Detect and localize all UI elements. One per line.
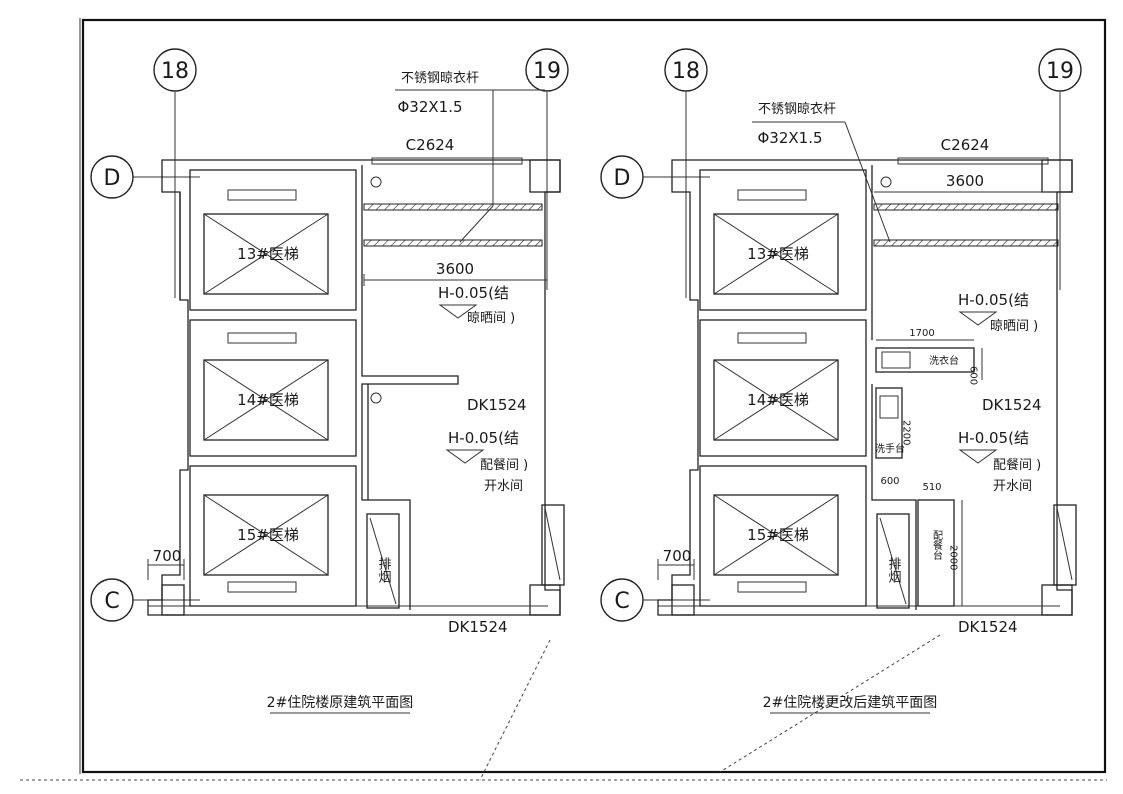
axis-label-19: 19 [533,59,561,84]
axis-bubble-C [600,578,644,622]
door-label-mid: DK1524 [467,396,527,414]
dim-3600: 3600 [436,260,474,278]
dim-600b: 600 [880,476,899,487]
duct-label: 排烟 [376,557,392,583]
clothes-rail-2 [363,239,543,247]
sheet-border [81,18,1107,774]
window-c2624 [897,157,1049,165]
elevator-shaft-15 [203,494,329,576]
laundry-sink [875,347,975,373]
axis-label-18: 18 [672,59,700,84]
rail-spec: Φ32X1.5 [757,129,822,147]
elevator-label-13: 13#医梯 [237,245,299,263]
room-pantry: 配餐间 ) [993,457,1041,473]
window-label: C2624 [406,136,455,154]
dim-1700: 1700 [909,328,934,339]
door-label-mid: DK1524 [982,396,1042,414]
room-boiling: 开水间 [993,479,1032,494]
axis-bubble-18 [664,48,708,92]
smoke-duct [876,513,910,609]
clothes-rail-1 [873,203,1059,211]
serving-counter-label: 配餐台 [931,530,943,561]
axis-bubble-18 [153,48,197,92]
axis-label-C: C [104,589,119,614]
axis-label-19: 19 [1046,59,1074,84]
door-label-bottom: DK1524 [958,618,1018,636]
smoke-duct [366,513,400,609]
elevator-shaft-14 [713,359,839,441]
dim-3600: 3600 [946,172,984,190]
window-c2624 [371,157,523,165]
window-label: C2624 [941,136,990,154]
left-floor-plan: 18 19 D C C2624 13#医梯 14#医梯 [90,48,569,781]
axis-bubble-D [90,155,134,199]
dim-510: 510 [922,482,941,493]
room-drying: 晾晒间 ) [990,318,1038,334]
elevator-shaft-13 [713,213,839,295]
elevator-label-13: 13#医梯 [747,245,809,263]
elevator-shaft-14 [203,359,329,441]
rail-label: 不锈钢晾衣杆 [401,70,479,86]
elevation-label-2: H-0.05(结 [448,429,519,447]
axis-label-D: D [614,166,631,191]
room-drying: 晾晒间 ) [467,310,515,326]
plan-title-revised: 2#住院楼更改后建筑平面图 [763,695,938,711]
plan-title-original: 2#住院楼原建筑平面图 [267,695,414,711]
clothes-rail-1 [363,203,543,211]
axis-label-D: D [104,166,121,191]
right-floor-plan: 18 19 D C C2624 13#医梯 14#医梯 15# [600,48,1082,773]
elevation-label-1: H-0.05(结 [958,291,1029,309]
elevator-shaft-15 [713,494,839,576]
elevator-shaft-13 [203,213,329,295]
laundry-sink-label: 洗衣台 [929,354,959,367]
elevator-label-14: 14#医梯 [237,391,299,409]
elevator-label-15: 15#医梯 [747,526,809,544]
hand-sink [875,387,903,459]
clothes-rail-2 [873,239,1059,247]
door-label-bottom: DK1524 [448,618,508,636]
elevation-label-1: H-0.05(结 [438,284,509,302]
rail-spec: Φ32X1.5 [397,98,462,116]
serving-counter [917,499,955,607]
dim-700: 700 [153,547,182,565]
elevator-label-15: 15#医梯 [237,526,299,544]
axis-bubble-19 [1038,48,1082,92]
room-boiling: 开水间 [484,479,523,494]
dim-600a: 600 [968,366,979,385]
rail-label: 不锈钢晾衣杆 [758,101,836,117]
axis-bubble-D [600,155,644,199]
elevator-label-14: 14#医梯 [747,391,809,409]
dim-700: 700 [663,547,692,565]
dim-2000: 2000 [948,545,959,570]
axis-bubble-19 [525,48,569,92]
axis-label-18: 18 [161,59,189,84]
axis-bubble-C [90,578,134,622]
axis-label-C: C [614,589,629,614]
duct-label: 排烟 [886,557,902,583]
dim-2200: 2200 [901,420,912,445]
room-pantry: 配餐间 ) [480,457,528,473]
elevation-label-2: H-0.05(结 [958,429,1029,447]
hand-sink-label: 洗手台 [875,442,905,455]
